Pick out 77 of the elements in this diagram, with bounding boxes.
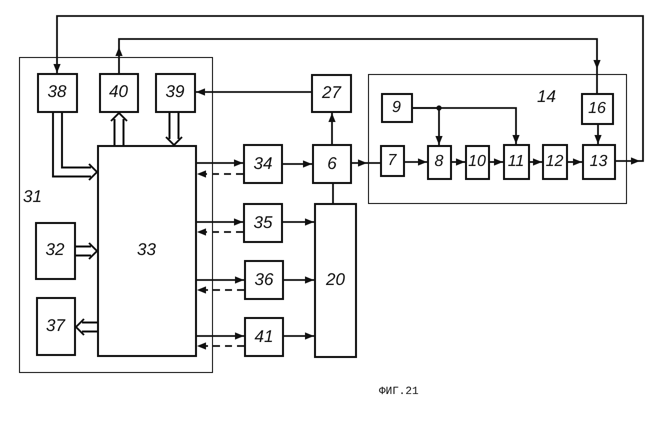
block-number: 12 — [546, 152, 564, 170]
function-block — [380, 92, 412, 122]
function-block — [36, 72, 78, 112]
block-number: 33 — [137, 241, 156, 260]
arrow — [530, 158, 542, 166]
block-number: 27 — [322, 84, 341, 103]
arrow — [53, 15, 644, 165]
arrow — [452, 158, 465, 166]
dashed-arrow — [197, 342, 244, 350]
function-block — [582, 144, 616, 180]
figure-caption: ФИГ.21 — [379, 386, 419, 400]
function-block — [34, 222, 76, 280]
function-block — [154, 72, 196, 112]
function-block — [98, 72, 138, 112]
bus-arrow — [75, 318, 97, 336]
block-number: 41 — [254, 328, 274, 346]
arrow — [196, 88, 311, 96]
block-number: 32 — [46, 241, 64, 260]
block-number: 6 — [327, 154, 337, 174]
block-number: 38 — [48, 83, 66, 102]
dashed-arrow — [197, 286, 244, 294]
block-number: 9 — [392, 98, 401, 116]
arrow — [328, 113, 336, 144]
function-block — [312, 144, 352, 184]
block-number: 40 — [109, 83, 128, 102]
block-number: 34 — [254, 154, 272, 174]
arrow — [115, 38, 601, 93]
arrow — [283, 218, 314, 226]
function-block — [244, 260, 284, 300]
arrow — [197, 159, 243, 167]
arrow — [197, 276, 244, 284]
function-block — [36, 296, 76, 356]
arrow — [284, 276, 314, 284]
function-block — [502, 144, 530, 180]
arrow — [568, 158, 582, 166]
bus-arrow — [110, 112, 128, 145]
arrow — [283, 160, 312, 168]
function-block — [542, 144, 568, 180]
function-block — [96, 144, 196, 356]
function-block — [311, 74, 352, 113]
arrow — [594, 125, 602, 144]
block-number: 37 — [46, 316, 65, 336]
block-number: 13 — [590, 152, 608, 170]
arrow — [352, 159, 380, 167]
bus-arrow — [165, 113, 183, 146]
function-block — [243, 144, 283, 184]
block-number: 36 — [254, 270, 274, 290]
block-number: 20 — [326, 271, 345, 290]
block-number: 39 — [166, 83, 184, 102]
bus-arrow — [76, 242, 98, 260]
bus-arrow — [52, 113, 98, 181]
arrow — [284, 332, 314, 340]
function-block — [314, 203, 357, 358]
arrow — [413, 107, 520, 144]
group-number: 14 — [537, 88, 556, 107]
block-number: 10 — [468, 153, 486, 171]
dashed-arrow — [197, 228, 243, 236]
connector-line — [332, 184, 334, 203]
block-number: 11 — [508, 152, 524, 170]
block-number: 16 — [588, 100, 606, 118]
dashed-arrow — [197, 170, 243, 178]
arrow — [490, 158, 503, 166]
group-number: 31 — [23, 188, 42, 207]
block-number: 7 — [388, 152, 396, 170]
arrow — [197, 218, 243, 226]
function-block — [464, 144, 490, 180]
function-block — [244, 317, 284, 357]
function-block — [580, 92, 614, 124]
function-block — [243, 203, 283, 243]
block-number: 8 — [434, 153, 444, 171]
block-number: 35 — [254, 214, 272, 232]
arrow — [197, 332, 244, 340]
group-frame — [368, 74, 627, 204]
arrow — [405, 158, 427, 166]
function-block — [426, 144, 452, 180]
function-block — [380, 144, 404, 176]
group-frame — [19, 57, 213, 373]
